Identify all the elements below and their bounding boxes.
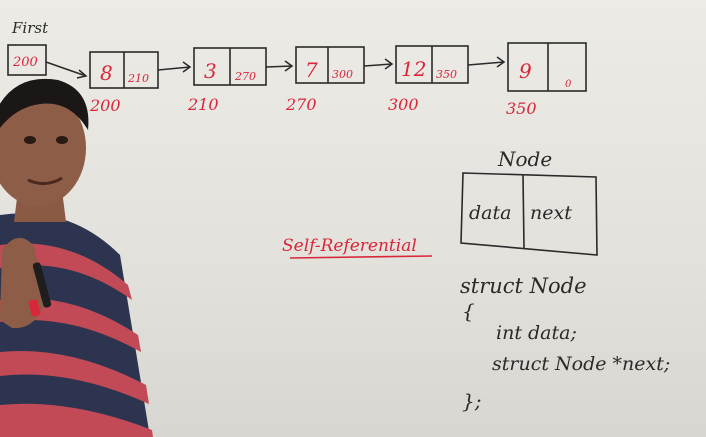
node-address: 350 [506, 99, 537, 118]
node-next: 0 [565, 79, 572, 90]
list-node-5: 9 0 350 [506, 42, 587, 118]
node-data: 8 [100, 61, 113, 85]
first-pointer-box [7, 44, 47, 76]
node-address: 210 [187, 95, 219, 114]
node-data: 3 [204, 59, 217, 83]
first-pointer-value: 200 [12, 55, 38, 70]
node-address: 200 [89, 96, 121, 115]
code-line: int data; [496, 322, 577, 344]
node-address: 300 [388, 95, 419, 114]
struct-code: struct Node { int data; struct Node *nex… [460, 274, 670, 413]
code-line: struct Node *next; [492, 353, 670, 375]
instructor-figure [0, 78, 153, 437]
node-next: 300 [332, 68, 353, 81]
node-next: 210 [127, 72, 149, 85]
code-line: struct Node [460, 274, 587, 298]
link-arrow [363, 63, 393, 67]
link-arrow [157, 66, 191, 71]
code-line: { [462, 299, 475, 323]
link-arrow [467, 61, 505, 66]
list-node-1: 8 210 200 [89, 51, 159, 115]
node-title: Node [497, 147, 552, 171]
node-field-data: data [469, 202, 511, 224]
list-node-4: 12 350 300 [388, 45, 469, 114]
node-field-next: next [530, 202, 572, 224]
node-next: 270 [234, 70, 256, 83]
self-referential-label: Self-Referential [282, 236, 417, 256]
node-next: 350 [436, 68, 457, 81]
list-node-3: 7 300 270 [285, 46, 365, 114]
self-referential-underline [289, 255, 433, 259]
node-data: 12 [401, 57, 426, 81]
first-arrow [45, 61, 87, 77]
list-node-2: 3 270 210 [187, 47, 267, 114]
node-data: 7 [305, 58, 318, 82]
first-label: First [11, 19, 49, 37]
node-structure-box [460, 172, 598, 256]
code-line: }; [462, 389, 481, 413]
node-data: 9 [519, 59, 532, 83]
link-arrow [265, 65, 293, 68]
node-address: 270 [285, 95, 317, 114]
